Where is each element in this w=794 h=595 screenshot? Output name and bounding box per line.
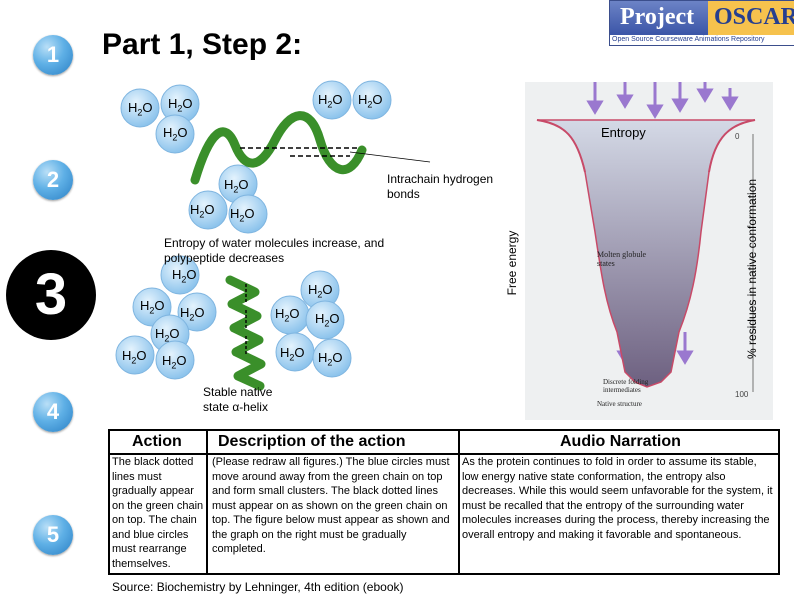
free-energy-axis-label: Free energy: [505, 213, 519, 313]
step-1-badge[interactable]: 1: [33, 35, 73, 75]
water-label: H2O: [180, 305, 205, 323]
water-label: H2O: [224, 177, 249, 195]
water-label: H2O: [275, 306, 300, 324]
narration-header: Audio Narration: [560, 433, 681, 451]
description-text: (Please redraw all figures.) The blue ci…: [212, 455, 458, 557]
water-label: H2O: [155, 326, 180, 344]
step-3-badge[interactable]: 3: [6, 250, 96, 340]
native-conformation-axis-label: % residues in native conformation: [745, 159, 759, 379]
step-2-badge[interactable]: 2: [33, 160, 73, 200]
tick-top: 0: [735, 132, 739, 141]
water-label: H2O: [128, 100, 153, 118]
helix-caption: Stable native state α-helix: [203, 385, 293, 415]
molten-globule-label: Molten globule states: [597, 250, 647, 268]
native-structure-label: Native structure: [597, 400, 647, 408]
water-label: H2O: [190, 202, 215, 220]
source-citation: Source: Biochemistry by Lehninger, 4th e…: [112, 580, 404, 594]
hbond-lines: [240, 148, 358, 156]
description-header: Description of the action: [218, 433, 406, 451]
action-header: Action: [132, 433, 182, 451]
water-label: H2O: [318, 92, 343, 110]
water-label: H2O: [168, 96, 193, 114]
step-5-badge[interactable]: 5: [33, 515, 73, 555]
narration-text: As the protein continues to fold in orde…: [462, 455, 776, 542]
logo-oscar-text: OSCAR: [714, 4, 794, 31]
water-label: H2O: [162, 353, 187, 371]
water-label: H2O: [172, 267, 197, 285]
water-label: H2O: [308, 282, 333, 300]
logo-subtitle: Open Source Courseware Animations Reposi…: [612, 36, 765, 43]
water-label: H2O: [318, 350, 343, 368]
water-label: H2O: [358, 92, 383, 110]
entropy-label: Entropy: [601, 125, 646, 140]
water-label: H2O: [230, 206, 255, 224]
water-label: H2O: [122, 348, 147, 366]
water-label: H2O: [280, 345, 305, 363]
water-label: H2O: [315, 311, 340, 329]
hbond-caption: Intrachain hydrogen bonds: [387, 172, 517, 202]
logo-project-text: Project: [620, 4, 694, 31]
water-label: H2O: [140, 298, 165, 316]
tick-bottom: 100: [735, 390, 748, 399]
page-title: Part 1, Step 2:: [102, 28, 302, 62]
water-label: H2O: [163, 125, 188, 143]
folding-funnel-graph: Entropy 0 100 Molten globule states Disc…: [525, 82, 773, 420]
water-entropy-caption: Entropy of water molecules increase, and…: [164, 236, 404, 266]
step-4-badge[interactable]: 4: [33, 392, 73, 432]
action-table: Action Description of the action Audio N…: [108, 429, 780, 575]
discrete-intermediates-label: Discrete folding intermediates: [603, 378, 673, 394]
action-text: The black dotted lines must gradually ap…: [112, 455, 206, 571]
water-cluster-top: [121, 81, 391, 233]
project-oscar-logo: Project OSCAR Open Source Courseware Ani…: [609, 0, 794, 46]
